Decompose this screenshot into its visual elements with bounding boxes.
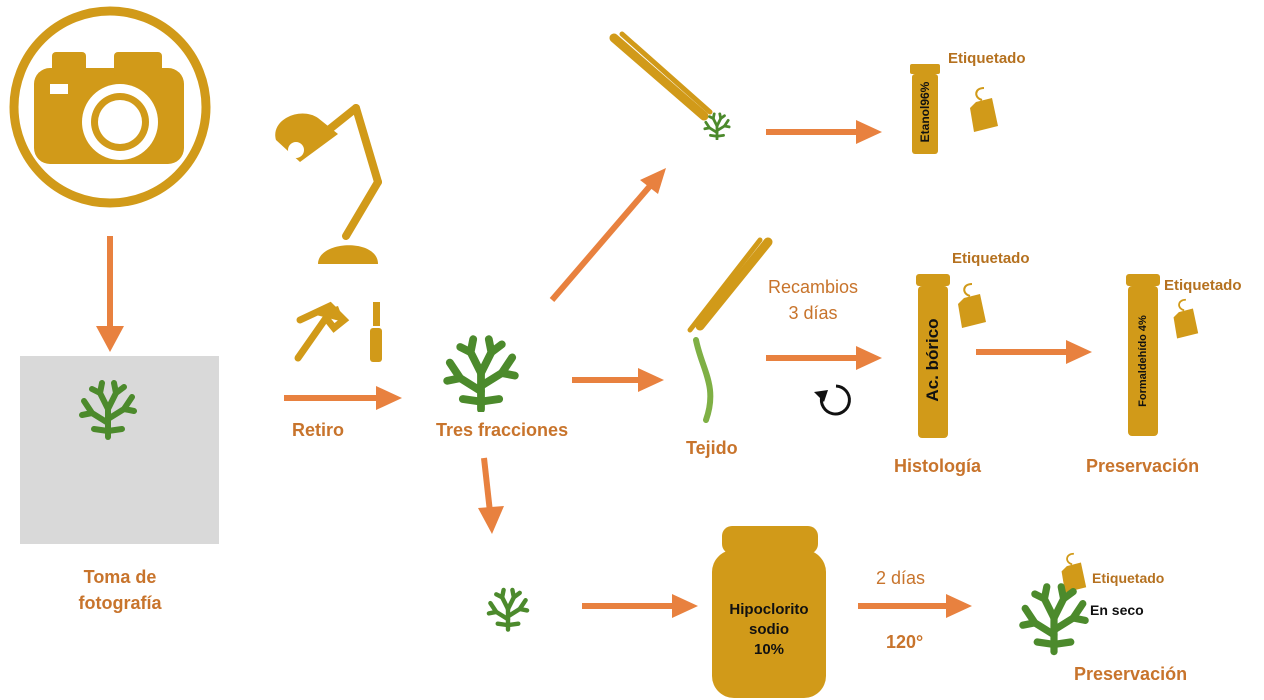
- photo-label-line2: fotografía: [40, 590, 200, 616]
- etanol-vial-text: Etanol96%: [918, 72, 932, 152]
- tejido-label: Tejido: [686, 438, 738, 459]
- tweezers-icon: [614, 34, 729, 139]
- preservacion-top-label: Preservación: [1086, 456, 1199, 477]
- coral-icon: [1023, 587, 1085, 652]
- coral-icon: [489, 590, 527, 630]
- refresh-icon: [814, 386, 849, 414]
- tag-icon: [1174, 300, 1199, 339]
- temp-label: 120°: [886, 632, 923, 653]
- photo-frame: [20, 356, 219, 544]
- photo-label: Toma de fotografía: [40, 564, 200, 616]
- recambios-label: Recambios 3 días: [748, 274, 878, 326]
- recambios-line2: 3 días: [748, 300, 878, 326]
- formal-tag-label: Etiquetado: [1164, 277, 1242, 294]
- jar-text: Hipoclorito sodio 10%: [714, 600, 824, 660]
- tag-icon: [970, 88, 998, 132]
- jar-line3: 10%: [714, 640, 824, 660]
- acido-vial-text: Ac. bórico: [923, 307, 943, 413]
- tag-icon: [958, 284, 986, 328]
- jar-line2: sodio: [714, 620, 824, 640]
- histologia-label: Histología: [894, 456, 981, 477]
- tag-icon: [1062, 554, 1087, 593]
- en-seco-label: En seco: [1090, 602, 1144, 618]
- tweezers-icon: [690, 240, 768, 420]
- recambios-line1: Recambios: [748, 274, 878, 300]
- chisel-icon: [370, 302, 382, 362]
- acido-tag-label: Etiquetado: [952, 250, 1030, 267]
- coral-icon: [447, 339, 515, 409]
- dias2-label: 2 días: [876, 568, 925, 589]
- lamp-icon: [275, 108, 378, 264]
- preservacion-bottom-label: Preservación: [1074, 664, 1187, 685]
- etanol-tag-label: Etiquetado: [948, 50, 1026, 67]
- hammer-icon: [298, 306, 344, 358]
- photo-label-line1: Toma de: [40, 564, 200, 590]
- tres-fracciones-label: Tres fracciones: [436, 420, 568, 441]
- final-tag-label: Etiquetado: [1092, 570, 1164, 586]
- camera-icon: [14, 11, 206, 203]
- jar-line1: Hipoclorito: [714, 600, 824, 620]
- formal-vial-text: Formaldehído 4%: [1136, 301, 1150, 421]
- retiro-label: Retiro: [292, 420, 344, 441]
